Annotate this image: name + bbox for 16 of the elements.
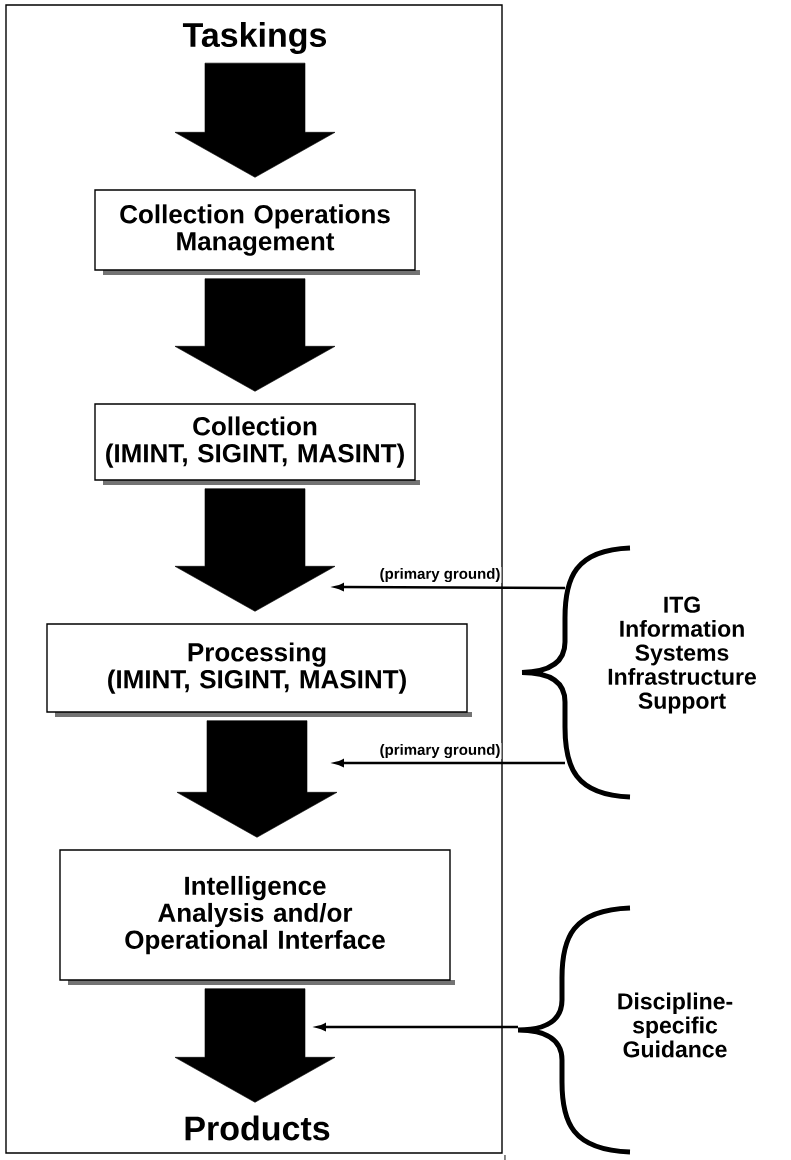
arrow (174, 62, 336, 178)
stage-label: Products (185, 1115, 330, 1141)
support-label: Discipline-specific Guidance (618, 992, 733, 1058)
support-label: ITG Information Systems Infrastructure Support (608, 596, 756, 714)
arrow (174, 988, 336, 1103)
process-box: Collection (IMINT, SIGINT, MASINT) (94, 403, 416, 481)
stage-label: Taskings (182, 22, 327, 54)
edge-label: (primary ground) (378, 743, 502, 760)
process-box: Processing (IMINT, SIGINT, MASINT) (46, 623, 468, 713)
edge-label: (primary ground) (378, 567, 502, 584)
arrow (174, 278, 336, 392)
arrow (174, 488, 336, 612)
process-box: Intelligence Analysis and/or Operational Interface (59, 849, 451, 981)
arrow (176, 720, 338, 838)
frame-box (5, 4, 503, 1154)
process-box: Collection Operations Management (94, 189, 416, 271)
